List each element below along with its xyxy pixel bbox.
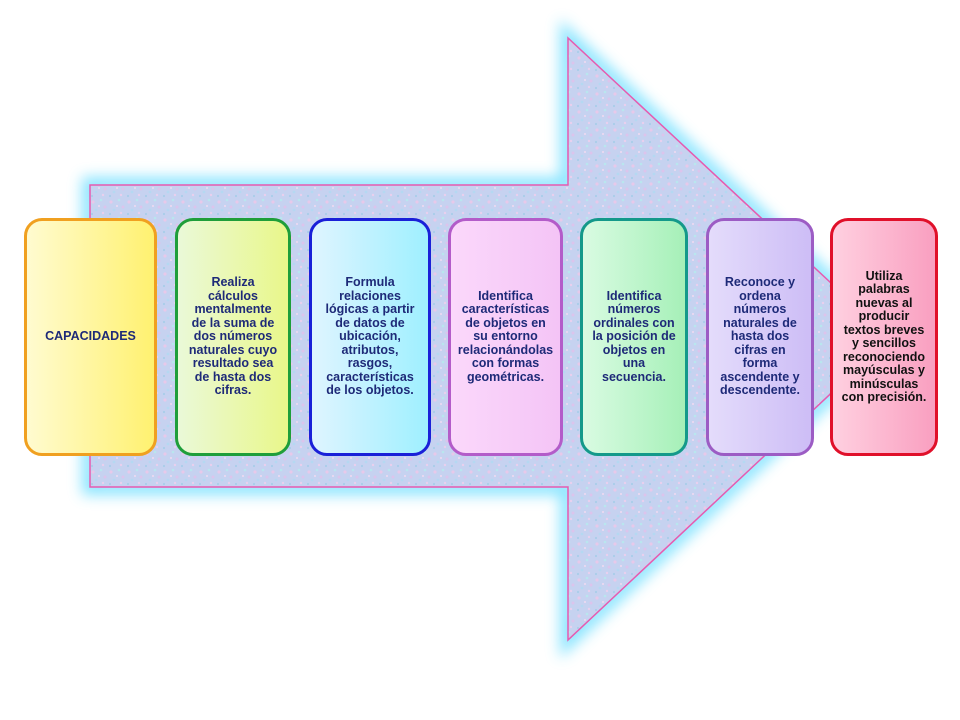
card-numeros-ordinales: Identifica números ordinales con la posi… (580, 218, 688, 456)
card-ordena-numeros: Reconoce y ordena números naturales de h… (706, 218, 814, 456)
card-calculos-mentales: Realiza cálculos mentalmente de la suma … (175, 218, 291, 456)
card-label: CAPACIDADES (45, 329, 136, 344)
card-label: Formula relaciones lógicas a partir de d… (325, 275, 415, 398)
card-label: Identifica números ordinales con la posi… (592, 288, 676, 384)
card-palabras-nuevas: Utiliza palabras nuevas al producir text… (830, 218, 938, 456)
card-label: Realiza cálculos mentalmente de la suma … (188, 275, 278, 398)
card-label: Identifica características de objetos en… (457, 288, 554, 384)
card-formas-geometricas: Identifica características de objetos en… (448, 218, 563, 456)
card-label: Utiliza palabras nuevas al producir text… (841, 268, 927, 404)
card-relaciones-logicas: Formula relaciones lógicas a partir de d… (309, 218, 431, 456)
card-capacidades: CAPACIDADES (24, 218, 157, 456)
card-label: Reconoce y ordena números naturales de h… (720, 275, 800, 398)
